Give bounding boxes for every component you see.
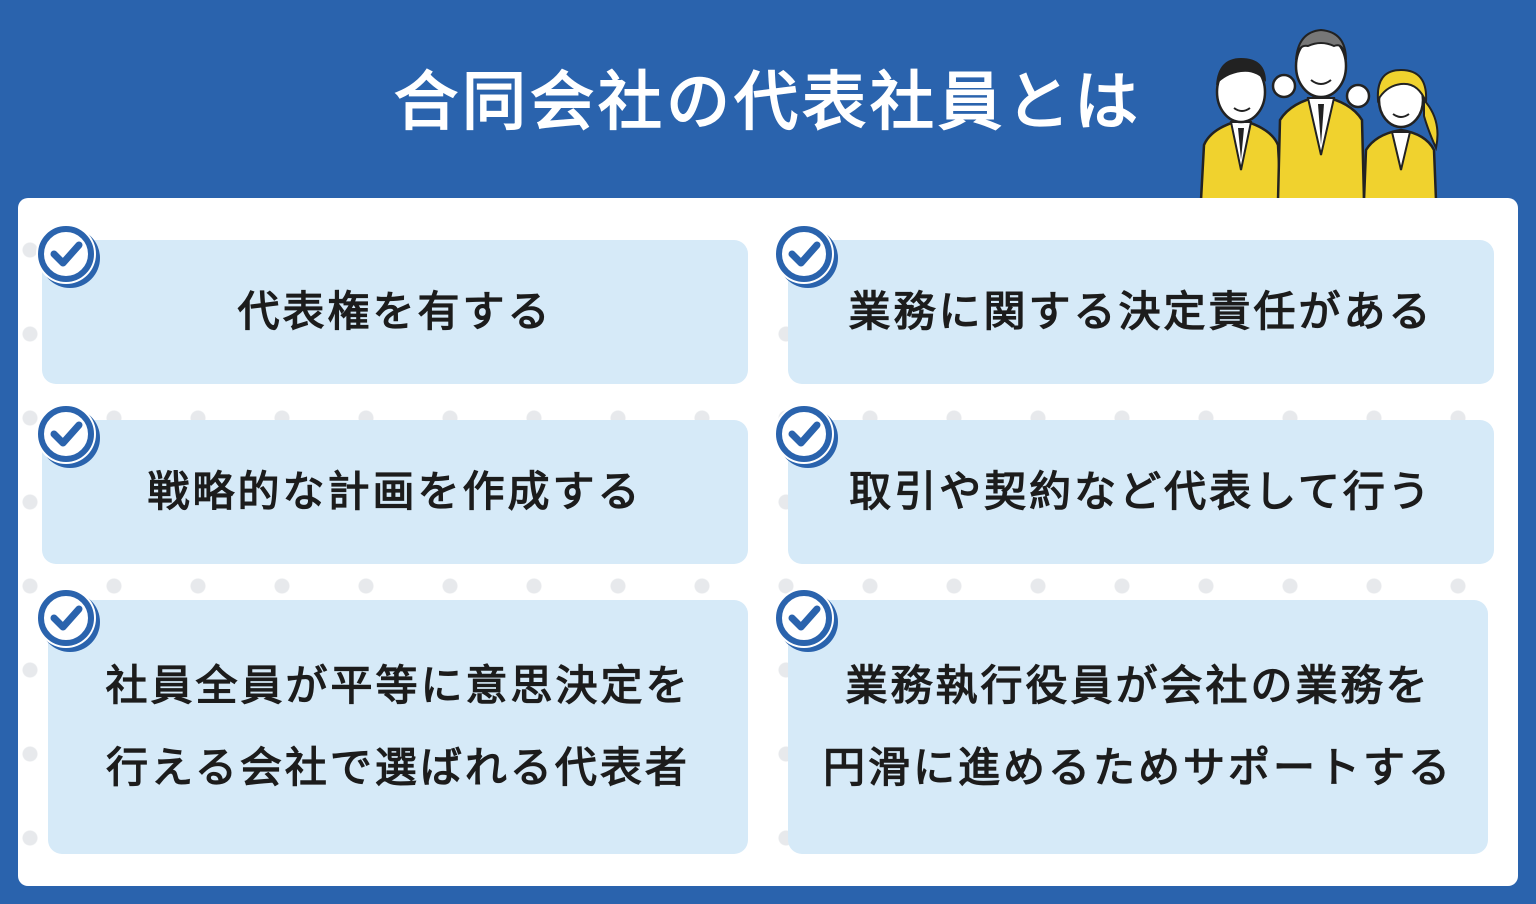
card-text-line1: 業務執行役員が会社の業務を (845, 661, 1431, 710)
checkmark-badge-icon (36, 224, 100, 288)
card-text: 業務に関する決定責任がある (848, 287, 1434, 336)
feature-card: 業務に関する決定責任がある (788, 240, 1494, 384)
checkmark-badge-icon (36, 588, 100, 652)
checkmark-badge-icon (774, 404, 838, 468)
card-text-line2: 円滑に進めるためサポートする (822, 743, 1453, 792)
checkmark-badge-icon (36, 404, 100, 468)
card-text: 代表権を有する (237, 287, 553, 336)
feature-card: 戦略的な計画を作成する (42, 420, 748, 564)
card-text-line1: 社員全員が平等に意思決定を (105, 661, 691, 710)
card-text: 取引や契約など代表して行う (849, 467, 1433, 516)
checkmark-badge-icon (774, 588, 838, 652)
card-text-line2: 行える会社で選ばれる代表者 (106, 743, 690, 792)
checkmark-badge-icon (774, 224, 838, 288)
page-title: 合同会社の代表社員とは (394, 66, 1142, 140)
feature-card: 代表権を有する (42, 240, 748, 384)
feature-card: 社員全員が平等に意思決定を 行える会社で選ばれる代表者 (48, 600, 748, 854)
feature-card: 業務執行役員が会社の業務を 円滑に進めるためサポートする (788, 600, 1488, 854)
business-people-illustration (1199, 28, 1439, 200)
card-text: 戦略的な計画を作成する (147, 467, 643, 516)
feature-card: 取引や契約など代表して行う (788, 420, 1494, 564)
